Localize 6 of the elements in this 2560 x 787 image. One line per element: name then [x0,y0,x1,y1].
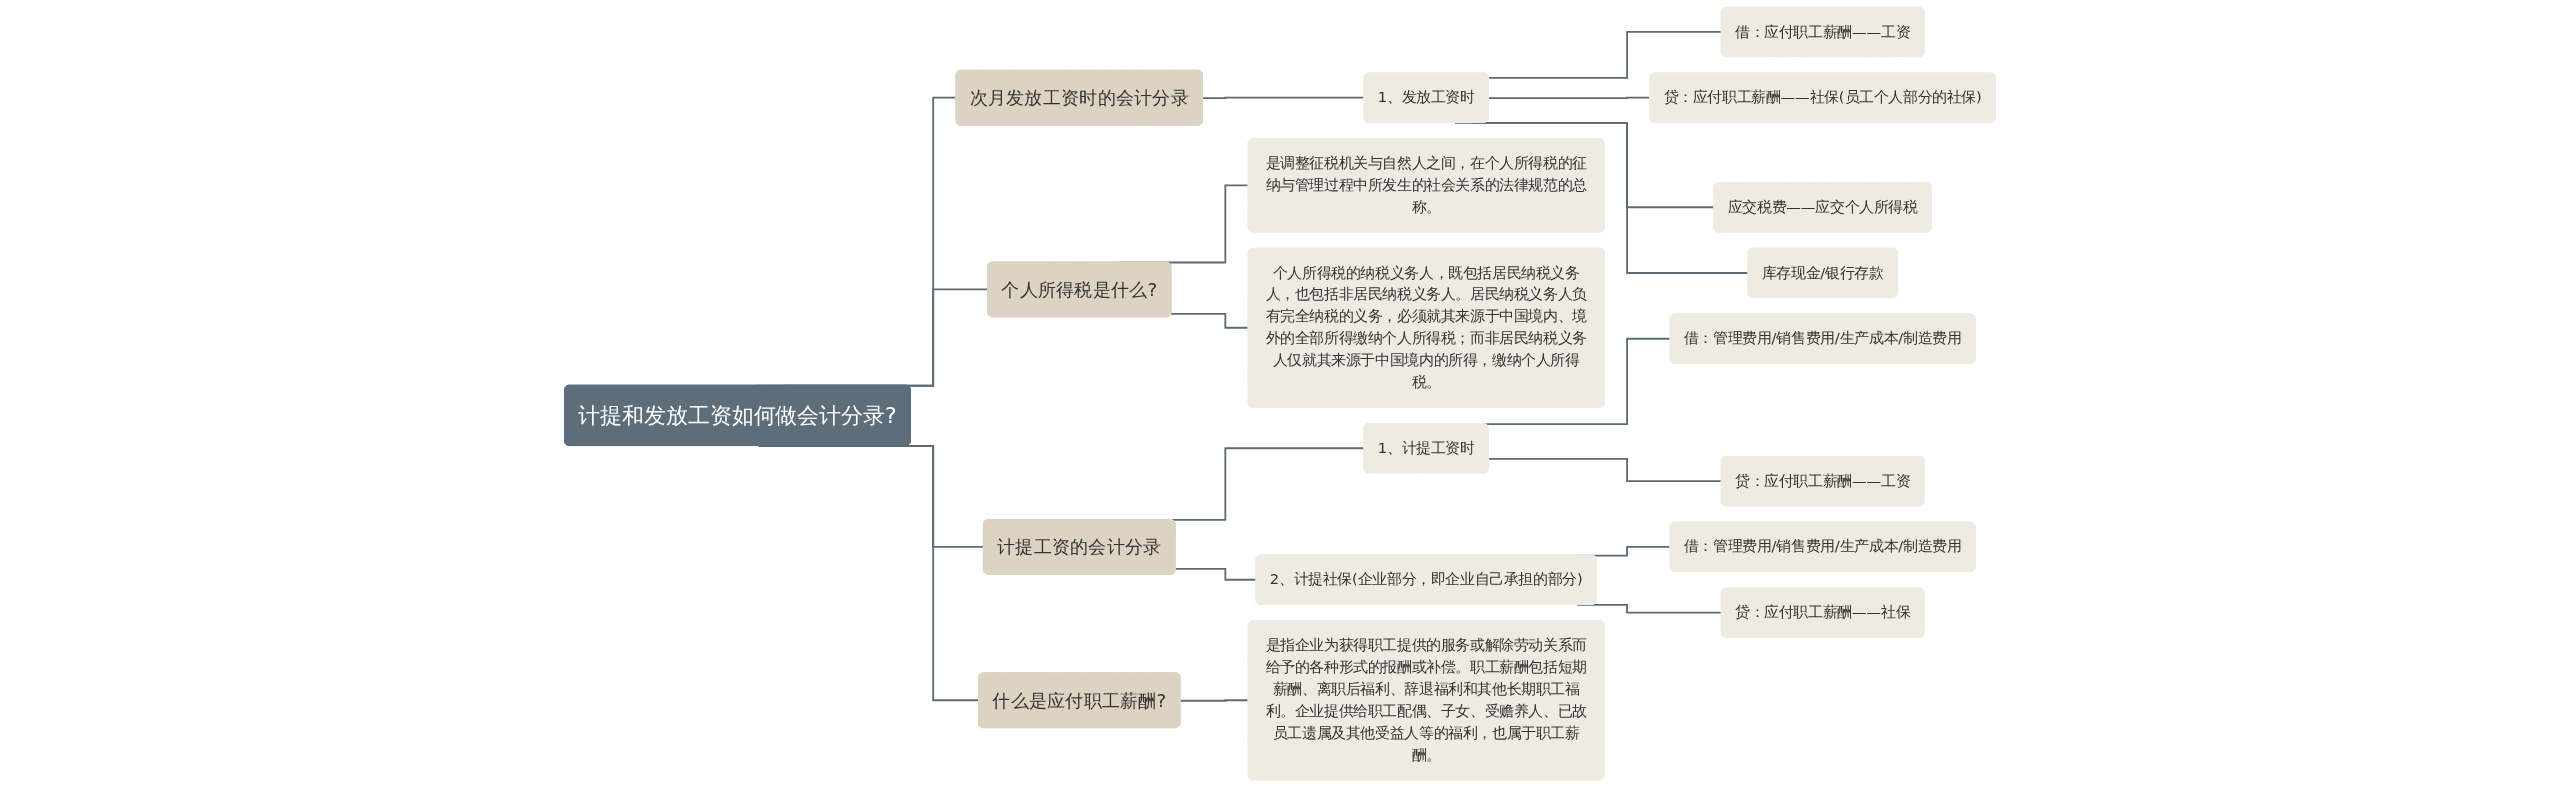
connector [1174,568,1258,582]
connector [1202,96,1366,100]
connector [1179,699,1250,702]
connector [1487,31,1723,79]
connector [1170,312,1250,330]
connector [1487,458,1723,483]
